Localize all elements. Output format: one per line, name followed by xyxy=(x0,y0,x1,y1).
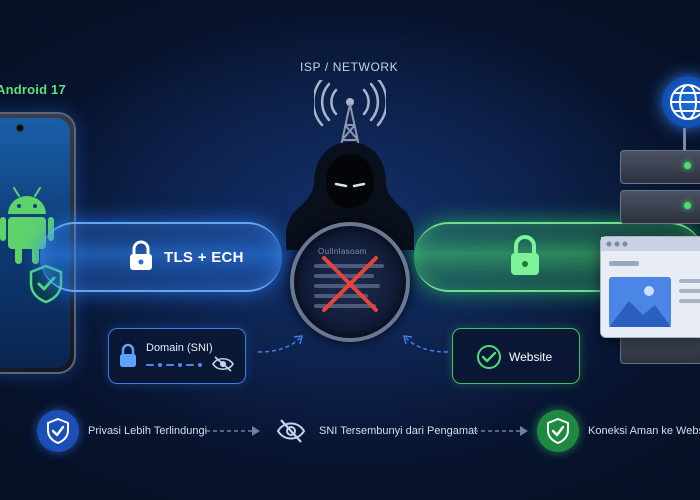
check-circle-icon xyxy=(477,345,501,369)
dashed-arrow xyxy=(257,335,303,353)
server-led xyxy=(684,202,691,209)
server-led xyxy=(684,162,691,169)
globe-icon xyxy=(662,76,700,128)
lock-icon xyxy=(130,240,152,270)
eye-slash-icon xyxy=(212,356,234,372)
eye-slash-icon xyxy=(276,419,306,443)
benefit-sni-hidden-text: SNI Tersembunyi dari Pengamat xyxy=(319,425,478,437)
dashed-arrow xyxy=(206,426,260,436)
phone-camera xyxy=(16,124,24,132)
globe-connector xyxy=(683,128,686,152)
lock-icon xyxy=(511,235,539,275)
obscured-domain-dots xyxy=(146,363,202,367)
website-box xyxy=(452,328,580,384)
benefit-privacy-text: Privasi Lebih Terlindungi xyxy=(88,425,208,437)
benefit-secure-connection-text: Koneksi Aman ke Website xyxy=(588,425,700,437)
browser-window-icon xyxy=(600,236,700,338)
website-label: Website xyxy=(509,350,553,364)
dashed-arrow xyxy=(403,335,449,353)
isp-network-label: ISP / NETWORK xyxy=(300,60,399,74)
tunnel-label: TLS + ECH xyxy=(164,249,244,266)
android-version-label: Android 17 xyxy=(0,82,66,97)
lock-icon xyxy=(120,343,136,367)
blurred-sni-text: Oullnlasoam xyxy=(318,247,367,256)
encrypted-tunnel-left xyxy=(40,222,282,292)
privacy-badge xyxy=(37,410,79,452)
domain-sni-label: Domain (SNI) xyxy=(146,342,213,354)
hacker-icon xyxy=(286,142,414,250)
x-mark-icon xyxy=(322,256,378,312)
android-icon xyxy=(0,187,54,264)
dashed-arrow xyxy=(474,426,528,436)
secure-connection-badge xyxy=(537,410,579,452)
